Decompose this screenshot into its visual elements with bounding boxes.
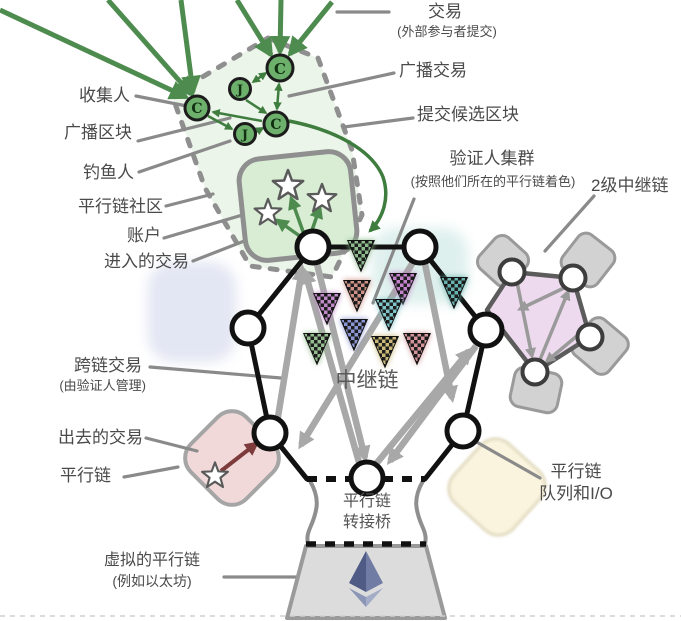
outgoing-tx-arrow <box>219 441 260 473</box>
relay-node <box>401 228 439 266</box>
validator-triangle <box>439 277 469 310</box>
parachain-cream <box>447 437 547 537</box>
relay-node <box>251 414 289 452</box>
label-l2-relay-chain: 2级中继链 <box>591 176 669 195</box>
collator-traffic <box>0 0 388 241</box>
label-transaction: 交易 <box>428 2 462 21</box>
label-parachain-community: 平行链社区 <box>78 197 163 216</box>
label-bridge: 平行链 转接桥 <box>327 492 407 534</box>
label-outgoing-tx: 出去的交易 <box>58 428 143 447</box>
validator-triangle <box>402 333 432 366</box>
l2-relay-node <box>497 257 605 387</box>
collator-node <box>265 53 295 83</box>
fisherman-letter: J <box>236 83 243 98</box>
label-cross-chain-tx-sub: (由验证人管理) <box>59 378 146 393</box>
l2-relay-chain-group <box>475 231 630 415</box>
label-relay-chain: 中继链 <box>335 369 399 392</box>
label-broadcast-block: 广播区块 <box>64 123 132 142</box>
validator-triangle <box>346 240 376 273</box>
label-incoming-tx: 进入的交易 <box>104 252 189 271</box>
label-virtual-parachain: 虚拟的平行链 (例如以太坊) <box>88 551 216 590</box>
label-virtual-parachain-line2: (例如以太坊) <box>112 572 192 589</box>
collator-letter: C <box>270 117 281 133</box>
relay-chain-nodes <box>229 228 505 497</box>
label-broadcast-tx: 广播交易 <box>399 61 467 80</box>
label-validator-group: 验证人集群 <box>449 149 535 168</box>
validator-triangle <box>370 336 400 369</box>
validator-triangle <box>388 273 418 306</box>
label-virtual-parachain-line1: 虚拟的平行链 <box>103 552 200 569</box>
collator-letter: C <box>274 60 286 78</box>
label-transaction-sub: (外部参与者提交) <box>397 24 497 39</box>
label-parachain-queue-line2: 队列和I/O <box>539 484 613 504</box>
label-submit-candidate-block: 提交候选区块 <box>417 105 519 124</box>
label-bridge-line2: 转接桥 <box>342 513 391 531</box>
label-account: 账户 <box>127 226 161 245</box>
label-cross-chain-tx: 跨链交易 <box>74 356 142 375</box>
validator-triangle <box>339 319 369 352</box>
collator-fisherman-nodes: C C C J J <box>183 53 295 146</box>
leader-lines <box>122 10 596 579</box>
ethereum-logo-icon <box>349 551 383 607</box>
label-parachain-queue-line1: 平行链 <box>550 462 602 481</box>
label-bridge-line1: 平行链 <box>342 493 391 510</box>
validator-triangle <box>312 293 342 326</box>
validator-triangle <box>374 299 404 332</box>
label-fisherman: 钓鱼人 <box>83 163 134 182</box>
submit-candidate-arrow <box>288 119 388 233</box>
bridge-funnel <box>285 479 447 620</box>
validator-triangle <box>342 280 372 313</box>
fisherman-letter: J <box>241 128 248 143</box>
collator-node <box>183 94 211 122</box>
relay-node <box>229 309 267 347</box>
validator-triangle <box>302 333 332 366</box>
collator-letter: C <box>191 101 202 117</box>
label-validator-group-sub: (按照他们所在的平行链着色) <box>410 174 576 189</box>
validator-triangles <box>302 240 469 369</box>
fisherman-node <box>233 122 257 146</box>
collator-node <box>262 110 290 138</box>
relay-node <box>467 311 505 349</box>
label-parachain: 平行链 <box>60 466 111 485</box>
label-collator: 收集人 <box>79 86 130 105</box>
relay-node <box>444 412 482 450</box>
relay-node <box>294 228 332 266</box>
fisherman-node <box>228 77 252 101</box>
label-parachain-queue: 平行链 队列和I/O <box>521 461 631 505</box>
relay-node <box>348 459 386 497</box>
